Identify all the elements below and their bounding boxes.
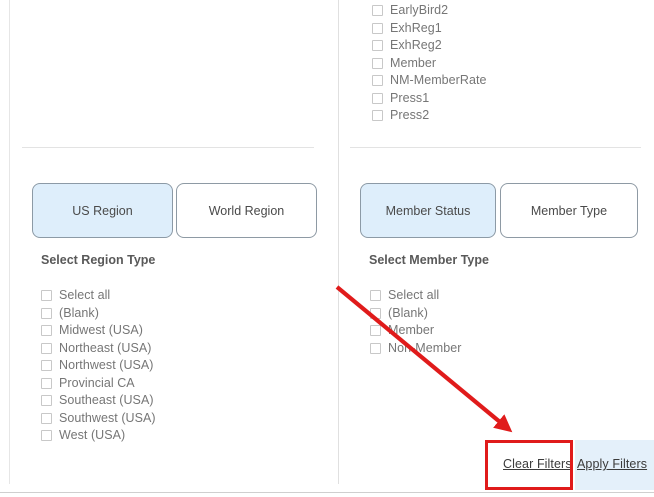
checkbox-icon[interactable] [41,430,52,442]
checkbox-icon[interactable] [372,40,383,52]
region-item-label: Southwest (USA) [59,410,156,425]
member-item-label: Select all [388,288,440,302]
region-item-row[interactable]: Northeast (USA) [41,340,156,358]
registration-type-item-label: NM-MemberRate [390,73,487,87]
checkbox-icon[interactable] [41,360,52,372]
checkbox-icon[interactable] [370,307,381,319]
region-item-label: Northwest (USA) [59,358,154,372]
member-item-row[interactable]: Select all [370,287,461,305]
region-item-row[interactable]: West (USA) [41,427,156,445]
registration-type-item-label: ExhReg1 [390,20,442,35]
checkbox-icon[interactable] [370,342,381,354]
left-filter-panel [9,0,339,484]
checkbox-icon[interactable] [372,75,383,87]
region-toggle-group[interactable]: US Region World Region [32,183,317,238]
region-item-row[interactable]: Northwest (USA) [41,357,156,375]
member-status-button[interactable]: Member Status [360,183,496,238]
select-region-type-caption: Select Region Type [41,253,156,267]
region-item-row[interactable]: Southwest (USA) [41,410,156,428]
right-panel-divider [350,147,641,148]
left-panel-divider [22,147,314,148]
member-item-label: (Blank) [388,305,428,320]
checkbox-icon[interactable] [41,290,52,302]
member-item-label: Non-Member [388,340,462,355]
registration-type-item-label: EarlyBird2 [390,3,449,17]
registration-type-item-row[interactable]: Member [372,55,487,73]
member-item-row[interactable]: Member [370,322,461,340]
clear-filters-button[interactable]: Clear Filters [503,457,572,471]
checkbox-icon[interactable] [372,5,383,17]
checkbox-icon[interactable] [370,290,381,302]
region-item-label: Northeast (USA) [59,340,152,355]
member-item-label: Member [388,323,435,337]
member-toggle-group[interactable]: Member Status Member Type [360,183,638,238]
registration-type-item-row[interactable]: Press2 [372,107,487,125]
checkbox-icon[interactable] [41,377,52,389]
member-item-row[interactable]: Non-Member [370,340,461,358]
us-region-button[interactable]: US Region [32,183,173,238]
region-item-label: Provincial CA [59,375,135,390]
region-item-row[interactable]: Select all [41,287,156,305]
select-member-type-caption: Select Member Type [369,253,489,267]
region-item-label: Select all [59,288,111,302]
apply-filters-button[interactable]: Apply Filters [577,457,648,471]
region-item-row[interactable]: Midwest (USA) [41,322,156,340]
region-item-label: (Blank) [59,305,99,320]
checkbox-icon[interactable] [41,395,52,407]
checkbox-icon[interactable] [372,22,383,34]
registration-type-item-row[interactable]: Press1 [372,90,487,108]
annotation-highlight-box [485,440,573,490]
registration-type-item-row[interactable]: ExhReg2 [372,37,487,55]
registration-type-item-row[interactable]: EarlyBird2 [372,2,487,20]
world-region-button[interactable]: World Region [176,183,317,238]
registration-type-item-label: ExhReg2 [390,38,442,52]
registration-type-item-label: Press2 [390,108,430,122]
checkbox-icon[interactable] [372,57,383,69]
region-type-list[interactable]: Select all (Blank) Midwest (USA) Northeast … [41,287,156,445]
apply-filters-background [575,440,654,490]
region-item-label: Southeast (USA) [59,393,154,407]
region-item-row[interactable]: (Blank) [41,305,156,323]
registration-type-item-label: Member [390,55,437,70]
region-item-row[interactable]: Provincial CA [41,375,156,393]
registration-type-item-label: Press1 [390,90,430,105]
region-item-label: Midwest (USA) [59,323,143,337]
checkbox-icon[interactable] [372,92,383,104]
region-item-row[interactable]: Southeast (USA) [41,392,156,410]
checkbox-icon[interactable] [41,412,52,424]
registration-type-item-row[interactable]: NM-MemberRate [372,72,487,90]
checkbox-icon[interactable] [370,325,381,337]
checkbox-icon[interactable] [372,110,383,122]
registration-type-item-row[interactable]: ExhReg1 [372,20,487,38]
bottom-rule [0,492,654,493]
checkbox-icon[interactable] [41,325,52,337]
member-type-button[interactable]: Member Type [500,183,638,238]
member-item-row[interactable]: (Blank) [370,305,461,323]
checkbox-icon[interactable] [41,342,52,354]
region-item-label: West (USA) [59,428,126,442]
checkbox-icon[interactable] [41,307,52,319]
